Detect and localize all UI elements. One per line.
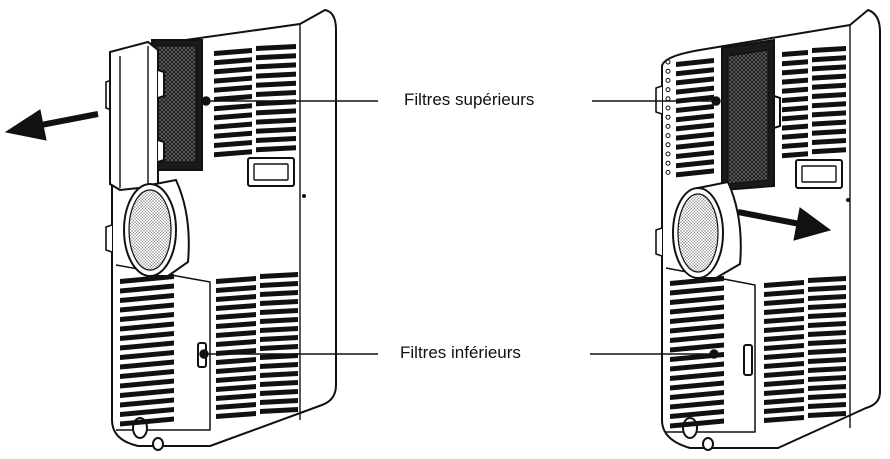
vent-dot — [666, 60, 670, 64]
arrow-left-icon — [6, 110, 98, 140]
right-exhaust-round-grille — [673, 182, 741, 278]
vent-dot — [666, 115, 670, 119]
vent-dot — [666, 106, 670, 110]
vent-dot — [666, 134, 670, 138]
vent-dot — [666, 97, 670, 101]
vent-dot — [666, 124, 670, 128]
vent-dot — [666, 152, 670, 156]
vent-dot — [666, 69, 670, 73]
upper-filters-label: Filtres supérieurs — [404, 90, 534, 110]
right-lower-filter-tab — [744, 345, 752, 375]
left-exhaust-round-grille — [124, 180, 189, 276]
vent-dot — [666, 78, 670, 82]
lower-filters-label: Filtres inférieurs — [400, 343, 521, 363]
vent-dot — [666, 143, 670, 147]
left-upper-filter — [110, 40, 202, 190]
right-upper-filter — [722, 40, 780, 190]
vent-dot — [666, 170, 670, 174]
vent-dot — [666, 161, 670, 165]
vent-dot — [666, 88, 670, 92]
